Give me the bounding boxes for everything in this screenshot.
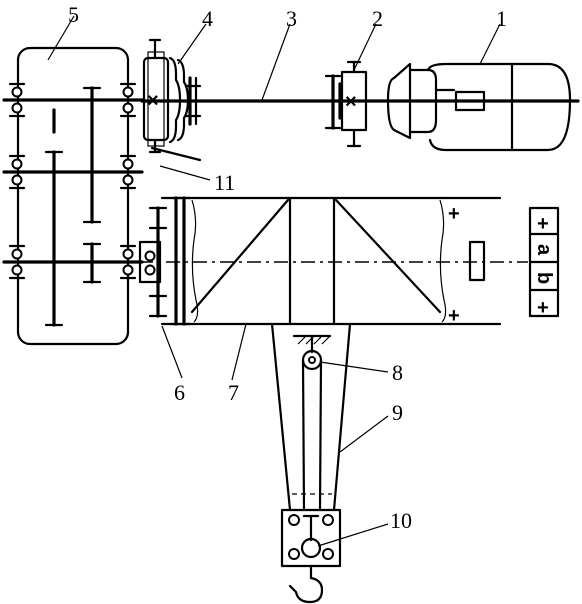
rope-outer-left <box>270 322 292 512</box>
part-labels: 5 4 3 2 1 11 6 7 8 9 10 <box>68 2 507 533</box>
label-4: 4 <box>202 6 213 31</box>
label-7: 7 <box>228 380 239 405</box>
label-6: 6 <box>174 380 185 405</box>
hoist-drum: + + <box>4 196 528 327</box>
legend-plus-top: + <box>537 213 549 235</box>
brake-lever <box>150 146 202 162</box>
reducer-housing <box>16 46 130 346</box>
coupling-cross: × <box>345 91 357 113</box>
hook-pulley <box>300 537 322 559</box>
drum-right-hub <box>468 240 486 282</box>
rope-diagonal-right <box>334 198 442 314</box>
fixed-pulley <box>292 334 332 371</box>
label-9: 9 <box>392 400 403 425</box>
rope-inner-right <box>318 358 323 512</box>
motor-end-cap-left <box>386 62 412 140</box>
rope-diagonal-left <box>190 198 290 314</box>
hook-block <box>280 508 342 604</box>
wire-rope-falls <box>270 322 352 512</box>
label-2: 2 <box>372 6 383 31</box>
rope-inner-left <box>301 358 306 512</box>
reducer-bearings <box>8 82 137 280</box>
electric-motor <box>386 62 572 152</box>
legend-cell-a: a <box>533 244 555 256</box>
leader-lines <box>47 15 501 547</box>
rope-outer-right <box>332 322 352 512</box>
label-5: 5 <box>68 2 79 27</box>
label-10: 10 <box>390 508 412 533</box>
gear-reducer <box>2 46 144 346</box>
shaft-coupling: × <box>324 60 368 148</box>
bearing-legend-column: + a b + <box>528 206 560 319</box>
label-11: 11 <box>214 170 235 195</box>
crane-hook <box>288 576 324 604</box>
drum-plus-bottom: + <box>448 305 460 327</box>
drum-plus-top: + <box>448 203 460 225</box>
legend-cell-b: b <box>533 272 555 284</box>
motor-body <box>426 62 572 152</box>
label-3: 3 <box>286 6 297 31</box>
label-1: 1 <box>496 6 507 31</box>
legend-plus-bottom: + <box>537 297 549 319</box>
label-8: 8 <box>392 360 403 385</box>
motor-terminal-box <box>454 90 486 112</box>
